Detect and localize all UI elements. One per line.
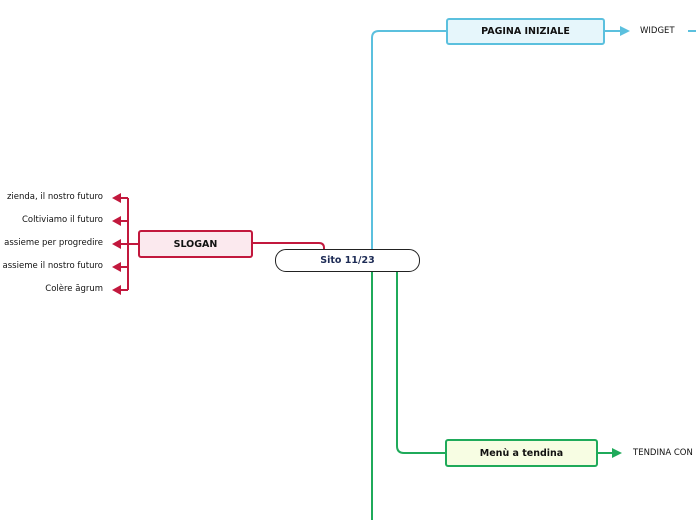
- leaf-slogan-2[interactable]: Coltiviamo il futuro: [21, 215, 103, 225]
- central-topic[interactable]: Sito 11/23: [275, 249, 420, 272]
- connector-menu-tendina: [396, 272, 445, 454]
- slogan-leaf-arrows: [112, 193, 128, 295]
- leaf-slogan-4[interactable]: assieme il nostro futuro: [2, 261, 103, 271]
- topic-menu-tendina[interactable]: Menù a tendina: [445, 439, 598, 467]
- arrowhead-tendina-con: [612, 448, 622, 458]
- connector-slogan: [253, 242, 325, 251]
- topic-slogan[interactable]: SLOGAN: [138, 230, 253, 258]
- topic-pagina-iniziale[interactable]: PAGINA INIZIALE: [446, 18, 605, 45]
- connector-pagina-iniziale: [371, 30, 446, 249]
- leaf-widget[interactable]: WIDGET: [640, 26, 675, 36]
- leaf-slogan-1[interactable]: zienda, il nostro futuro: [6, 192, 103, 202]
- leaf-slogan-5[interactable]: Colère āgrum: [45, 284, 103, 294]
- arrowhead-widget: [620, 26, 630, 36]
- leaf-slogan-3[interactable]: assieme per progredire: [4, 238, 103, 248]
- connector-slogan-bus: [127, 198, 138, 290]
- leaf-tendina-con[interactable]: TENDINA CON: [633, 448, 693, 458]
